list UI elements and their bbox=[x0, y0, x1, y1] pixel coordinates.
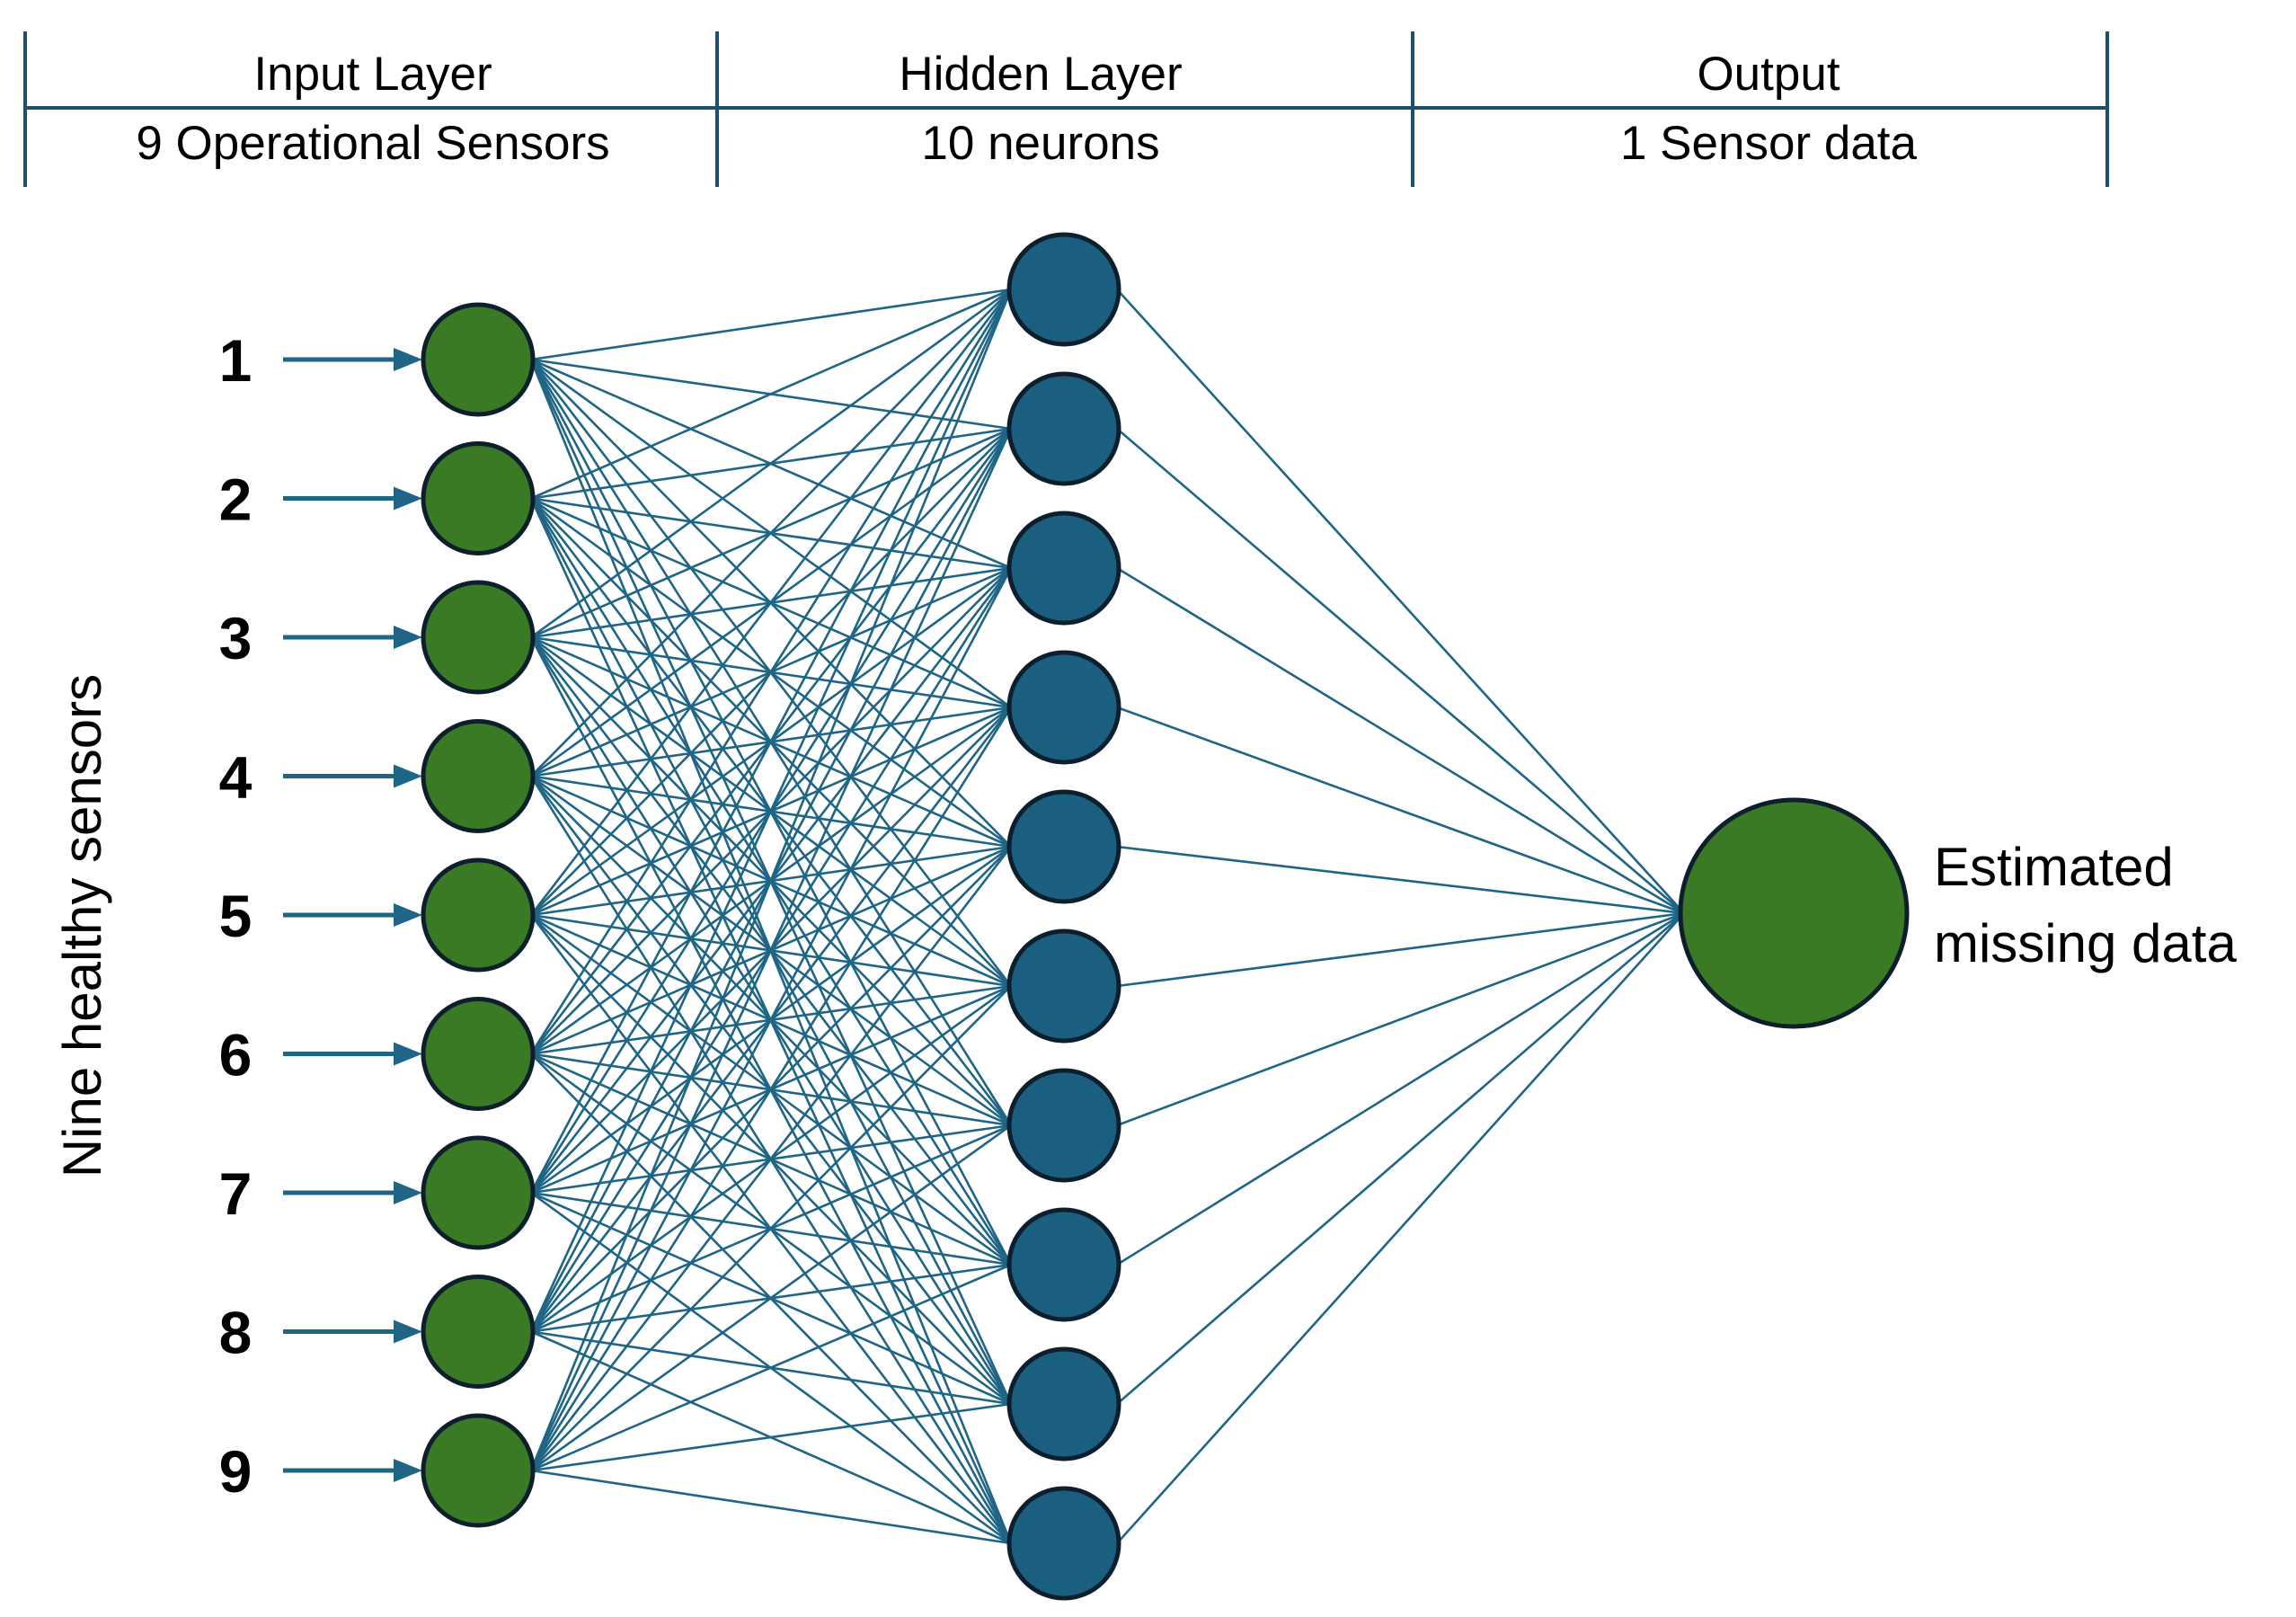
input-arrow-head-1 bbox=[394, 348, 422, 371]
input-label-7: 7 bbox=[219, 1160, 253, 1227]
connection-input-7-hidden-1 bbox=[529, 289, 1013, 1194]
side-label: Nine healthy sensors bbox=[52, 674, 112, 1177]
input-node-5 bbox=[421, 857, 536, 973]
hidden-node-4 bbox=[1006, 650, 1121, 765]
header-output-subtitle: 1 Sensor data bbox=[1620, 117, 1918, 170]
input-label-4: 4 bbox=[219, 744, 253, 811]
header-hidden-subtitle: 10 neurons bbox=[921, 117, 1159, 170]
connection-hidden-9-output bbox=[1116, 912, 1685, 1405]
input-label-8: 8 bbox=[219, 1300, 253, 1366]
hidden-node-5 bbox=[1006, 789, 1121, 904]
connection-input-9-hidden-2 bbox=[529, 428, 1013, 1471]
connection-input-9-hidden-7 bbox=[530, 1124, 1012, 1472]
connection-hidden-5-output bbox=[1116, 845, 1685, 915]
input-label-3: 3 bbox=[219, 605, 253, 671]
connection-input-9-hidden-6 bbox=[530, 985, 1012, 1471]
connection-hidden-1-output bbox=[1116, 289, 1685, 914]
header-hidden-title: Hidden Layer bbox=[899, 48, 1182, 101]
input-arrow-head-3 bbox=[394, 626, 422, 649]
input-node-4 bbox=[421, 719, 536, 833]
hidden-node-3 bbox=[1006, 511, 1121, 626]
input-arrows bbox=[283, 348, 422, 1482]
input-arrow-head-7 bbox=[394, 1181, 422, 1204]
connection-input-4-hidden-1 bbox=[530, 289, 1012, 777]
connection-input-6-hidden-1 bbox=[529, 289, 1013, 1055]
hidden-node-8 bbox=[1006, 1207, 1121, 1322]
hidden-node-10 bbox=[1006, 1486, 1121, 1601]
connection-input-9-hidden-8 bbox=[530, 1263, 1012, 1472]
connections bbox=[529, 288, 1685, 1545]
hidden-node-2 bbox=[1006, 371, 1121, 486]
hidden-node-7 bbox=[1006, 1068, 1121, 1183]
connection-input-9-hidden-4 bbox=[529, 706, 1013, 1471]
header-input-subtitle: 9 Operational Sensors bbox=[136, 117, 609, 170]
input-node-9 bbox=[421, 1413, 536, 1528]
connection-hidden-3-output bbox=[1116, 566, 1685, 915]
connection-input-9-hidden-5 bbox=[529, 846, 1013, 1471]
input-arrow-head-5 bbox=[394, 903, 422, 927]
output-node bbox=[1678, 797, 1910, 1029]
input-label-6: 6 bbox=[219, 1022, 253, 1088]
connection-input-9-hidden-3 bbox=[529, 567, 1013, 1471]
input-label-5: 5 bbox=[219, 883, 253, 949]
input-labels: 1 2 3 4 5 6 7 8 9 bbox=[219, 327, 253, 1505]
input-node-2 bbox=[421, 441, 536, 555]
connection-input-9-hidden-9 bbox=[530, 1402, 1012, 1472]
connection-hidden-2-output bbox=[1116, 428, 1685, 914]
connection-input-3-hidden-1 bbox=[530, 288, 1012, 639]
connection-hidden-8-output bbox=[1116, 911, 1685, 1266]
input-label-2: 2 bbox=[219, 466, 253, 533]
hidden-node-6 bbox=[1006, 928, 1121, 1044]
input-node-7 bbox=[421, 1135, 536, 1250]
connection-input-8-hidden-1 bbox=[529, 289, 1013, 1333]
connection-hidden-10-output bbox=[1116, 912, 1685, 1544]
hidden-node-1 bbox=[1006, 232, 1121, 347]
nodes bbox=[421, 232, 1910, 1601]
connection-hidden-7-output bbox=[1116, 911, 1685, 1127]
input-label-9: 9 bbox=[219, 1438, 253, 1505]
connection-input-1-hidden-1 bbox=[530, 288, 1012, 361]
input-label-1: 1 bbox=[219, 327, 253, 394]
connection-input-9-hidden-1 bbox=[529, 289, 1013, 1471]
input-node-3 bbox=[421, 580, 536, 695]
input-arrow-head-9 bbox=[394, 1459, 422, 1482]
input-node-1 bbox=[421, 302, 536, 417]
hidden-node-9 bbox=[1006, 1346, 1121, 1462]
input-arrow-head-8 bbox=[394, 1319, 422, 1344]
connection-input-9-hidden-10 bbox=[530, 1469, 1012, 1545]
input-arrow-head-2 bbox=[394, 486, 422, 511]
input-arrow-head-4 bbox=[394, 764, 422, 788]
output-label-line1: Estimated bbox=[1934, 837, 2174, 897]
connection-hidden-4-output bbox=[1116, 706, 1685, 915]
connection-hidden-6-output bbox=[1116, 911, 1685, 988]
output-label-line2: missing data bbox=[1934, 913, 2237, 973]
connection-input-5-hidden-1 bbox=[529, 289, 1013, 916]
input-node-6 bbox=[421, 997, 536, 1111]
header-output-title: Output bbox=[1697, 48, 1839, 101]
header-table: Input Layer 9 Operational Sensors Hidden… bbox=[23, 31, 2109, 187]
input-node-8 bbox=[421, 1275, 536, 1389]
header-input-title: Input Layer bbox=[253, 48, 492, 101]
input-arrow-head-6 bbox=[394, 1042, 422, 1066]
connection-input-2-hidden-1 bbox=[530, 288, 1012, 500]
